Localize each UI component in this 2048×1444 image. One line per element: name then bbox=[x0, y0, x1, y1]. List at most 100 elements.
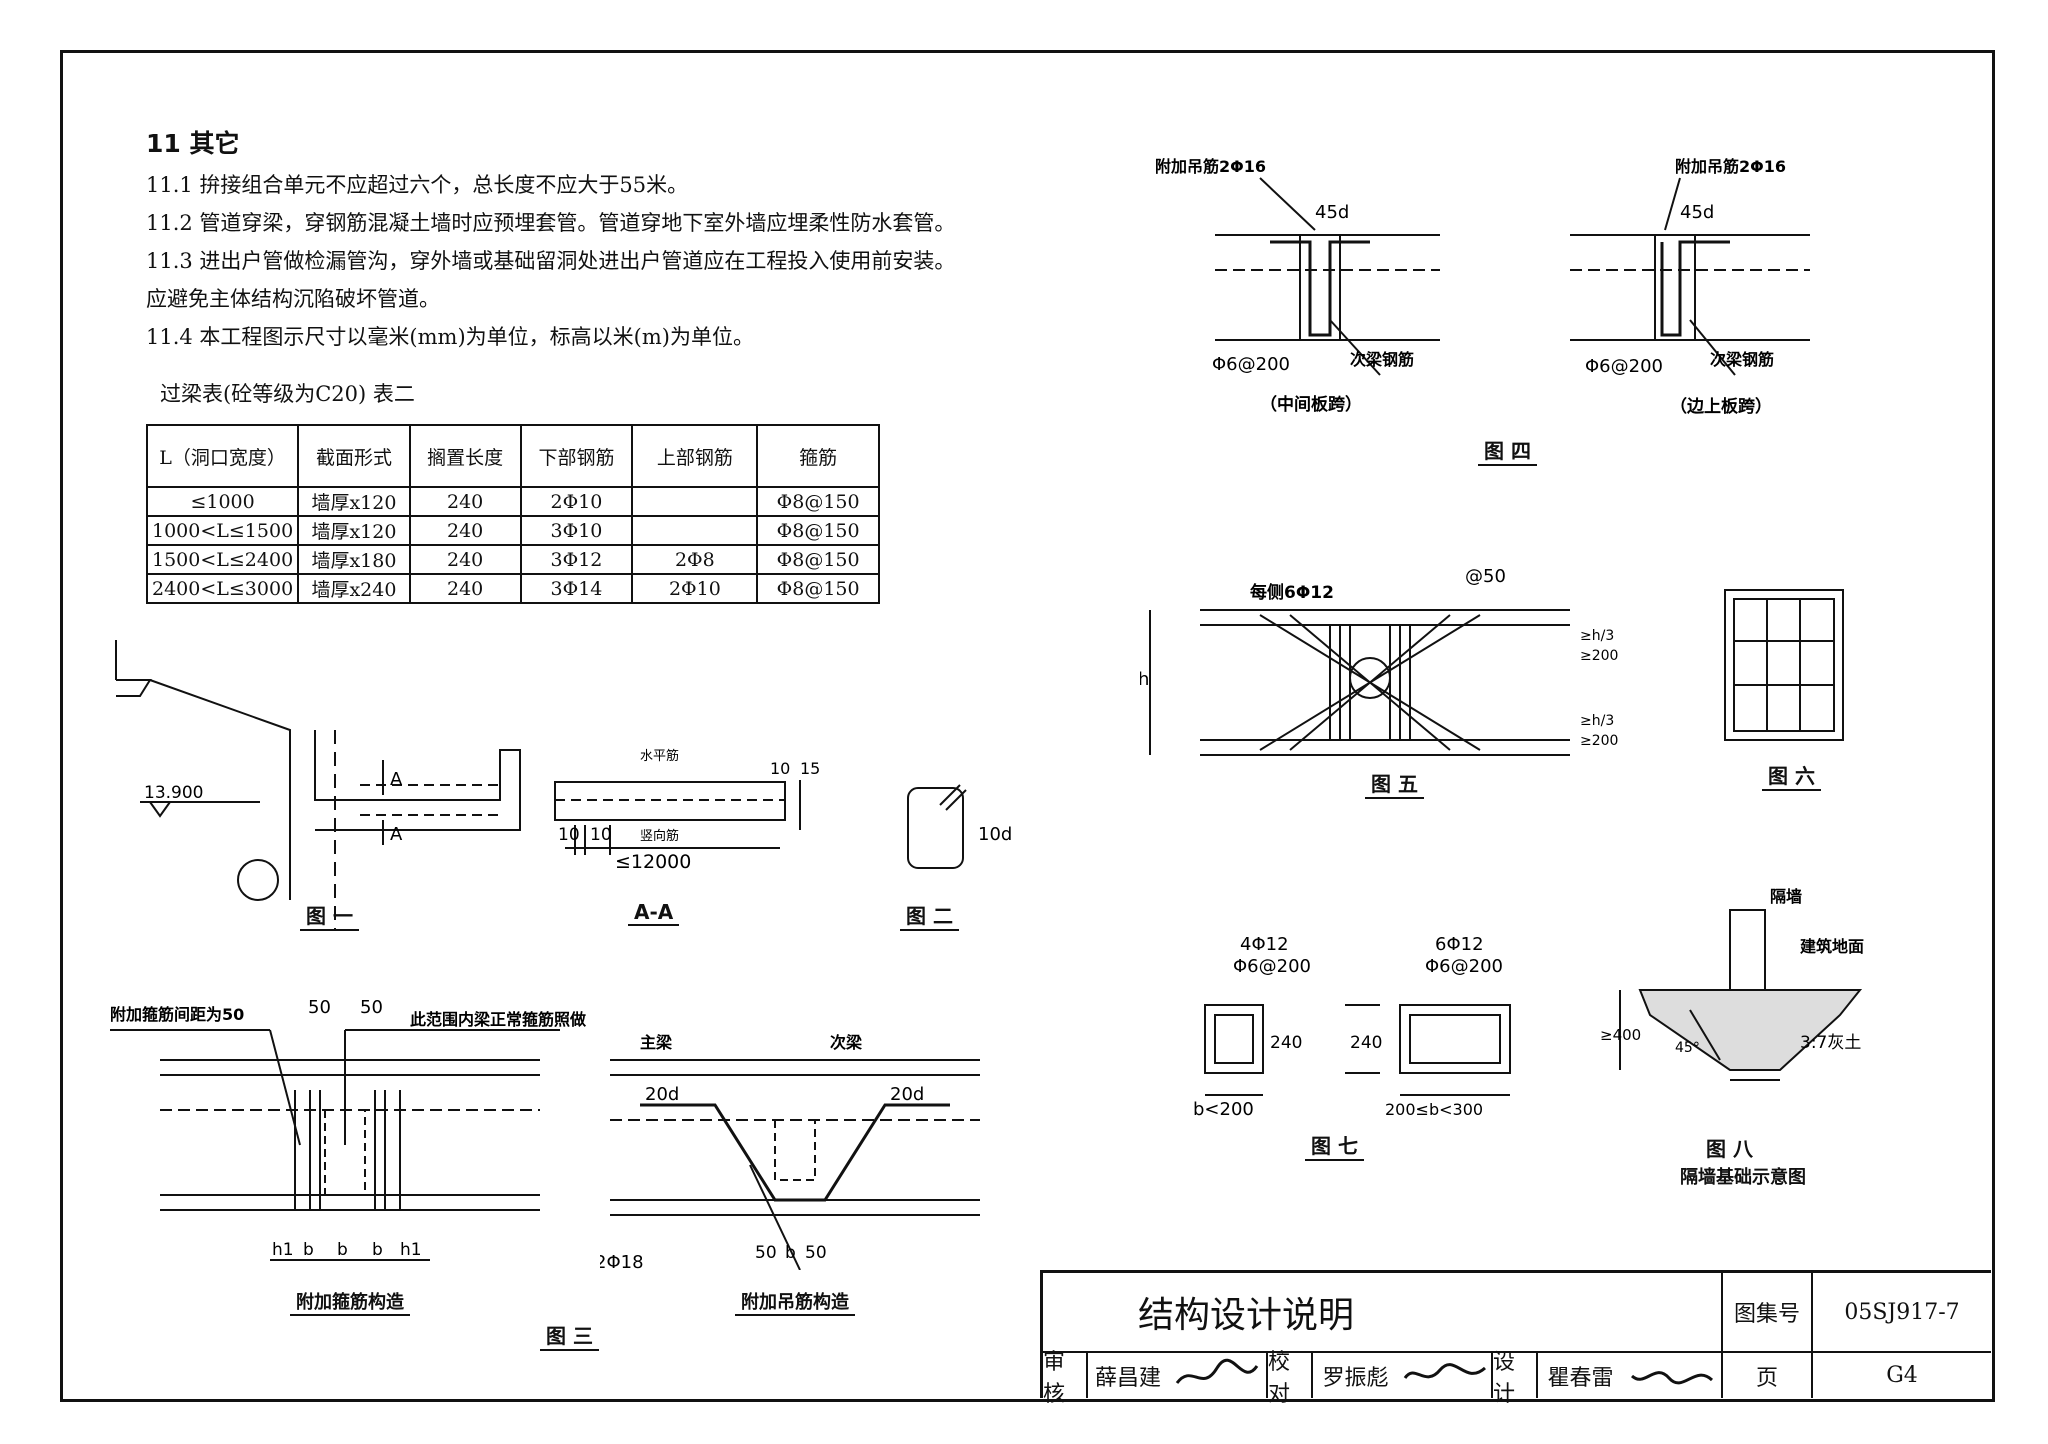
cell: ≤1000 bbox=[145, 486, 300, 517]
lintel-table: L（洞口宽度） 截面形式 搁置长度 下部钢筋 上部钢筋 箍筋 ≤1000 墙厚x… bbox=[145, 424, 880, 604]
figure-8: 隔墙 建筑地面 ≥400 45° 3:7灰土 500 bbox=[1600, 887, 1864, 1090]
bottom-dim-200: ≥200 bbox=[1580, 733, 1618, 749]
table-row: 1500<L≤2400 墙厚x180 240 3Φ12 2Φ8 Φ8@150 bbox=[145, 544, 880, 575]
main-beam-label: 主梁 bbox=[640, 1033, 673, 1052]
table-header-row: L（洞口宽度） 截面形式 搁置长度 下部钢筋 上部钢筋 箍筋 bbox=[145, 424, 880, 488]
drain-circle bbox=[237, 859, 279, 901]
cell: 240 bbox=[408, 573, 522, 604]
note-line: 11.2 管道穿梁，穿钢筋混凝土墙时应预埋套管。管道穿地下室外墙应埋柔性防水套管… bbox=[146, 211, 956, 235]
note-line: 11.3 进出户管做检漏管沟，穿外墙或基础留洞处进出户管道应在工程投入使用前安装… bbox=[146, 249, 956, 273]
cell bbox=[631, 486, 759, 517]
cell: 墙厚x240 bbox=[297, 573, 411, 604]
dim-length: ≤12000 bbox=[615, 851, 691, 873]
checker-name: 罗振彪 bbox=[1322, 1365, 1389, 1391]
top-rebar-label: 水平筋 bbox=[640, 748, 679, 764]
cell: 240 bbox=[408, 544, 522, 575]
dim-50: 50 bbox=[805, 1243, 827, 1263]
cell: Φ8@150 bbox=[756, 573, 880, 604]
width-lt-200: b<200 bbox=[1193, 1099, 1254, 1120]
dim-240: 240 bbox=[1350, 1033, 1382, 1053]
range-note: 此范围内梁正常箍筋照做 bbox=[410, 1010, 587, 1029]
dim-10: 10 bbox=[590, 825, 612, 845]
page-number: G4 bbox=[1886, 1363, 1918, 1388]
checker-signature bbox=[1398, 1353, 1493, 1398]
edge-span-label: （边上板跨） bbox=[1670, 396, 1772, 417]
title-block: 结构设计说明 图集号 05SJ917-7 审核 薛昌建 校对 罗振彪 设计 瞿春… bbox=[1040, 1270, 1991, 1407]
sec-beam-bars-edge: 次梁钢筋 bbox=[1710, 350, 1774, 369]
bottom-dim-h3: ≥h/3 bbox=[1580, 713, 1614, 729]
hanger-subcaption: 附加吊筋构造 bbox=[735, 1288, 855, 1316]
col-header: 截面形式 bbox=[297, 424, 411, 488]
bottom-rebar-label: 竖向筋 bbox=[640, 828, 679, 844]
dim-right-15: 15 bbox=[800, 759, 820, 778]
bars-6phi12: 6Φ12 bbox=[1435, 934, 1484, 955]
check-label: 校对 bbox=[1268, 1350, 1313, 1407]
cell: Φ8@150 bbox=[756, 515, 880, 546]
table-row: ≤1000 墙厚x120 240 2Φ10 Φ8@150 bbox=[145, 486, 880, 517]
col-header: 上部钢筋 bbox=[631, 424, 759, 488]
figure-3-left: 附加箍筋间距为50 50 50 此范围内梁正常箍筋照做 h1 b b b h1 bbox=[110, 997, 587, 1261]
col-header: 箍筋 bbox=[756, 424, 880, 488]
notes-section: 11 其它 11.1 拚接组合单元不应超过六个，总长度不应大于55米。 11.2… bbox=[146, 124, 955, 356]
cell: Φ8@150 bbox=[756, 486, 880, 517]
cell: 240 bbox=[408, 486, 522, 517]
hanger-note-mid: 附加吊筋2Φ16 bbox=[1155, 157, 1266, 176]
col-header: L（洞口宽度） bbox=[145, 424, 300, 488]
spacing-label: @50 bbox=[1465, 566, 1506, 587]
figure-7: 4Φ12 Φ6@200 240 b<200 6Φ12 Φ6@200 240 20… bbox=[1193, 934, 1511, 1120]
dim-b: b bbox=[337, 1240, 348, 1260]
col-header: 下部钢筋 bbox=[519, 424, 634, 488]
structure-outline bbox=[115, 640, 291, 900]
reviewer-name: 薛昌建 bbox=[1094, 1365, 1161, 1391]
cell: 2Φ10 bbox=[631, 573, 759, 604]
page-label: 页 bbox=[1723, 1353, 1813, 1398]
dim-10: 10 bbox=[558, 825, 580, 845]
design-label: 设计 bbox=[1493, 1350, 1538, 1407]
dim-right-10: 10 bbox=[770, 759, 790, 778]
drawing-title: 结构设计说明 bbox=[1043, 1273, 1723, 1353]
dim-h1: h1 bbox=[400, 1240, 422, 1260]
stirrup-mid: Φ6@200 bbox=[1212, 354, 1290, 375]
figure-7-caption: 图 七 bbox=[1305, 1130, 1364, 1161]
note-line: 应避免主体结构沉陷破坏管道。 bbox=[146, 287, 440, 311]
figure-5-caption: 图 五 bbox=[1365, 768, 1424, 799]
fill-37-lime-soil: 3:7灰土 bbox=[1800, 1033, 1861, 1053]
cell: 2400<L≤3000 bbox=[145, 573, 300, 604]
wall-label: 隔墙 bbox=[1770, 887, 1802, 906]
dim-b: b bbox=[303, 1240, 314, 1260]
dim-h1: h1 bbox=[272, 1240, 294, 1260]
designer-name: 瞿春雷 bbox=[1547, 1365, 1614, 1391]
dim-b: b bbox=[372, 1240, 383, 1260]
dim-b: b bbox=[785, 1243, 796, 1263]
col-header: 搁置长度 bbox=[408, 424, 522, 488]
note-line: 11.1 拚接组合单元不应超过六个，总长度不应大于55米。 bbox=[146, 173, 689, 197]
cell bbox=[631, 515, 759, 546]
figure-6 bbox=[1724, 589, 1844, 741]
cell: 3Φ12 bbox=[519, 544, 634, 575]
notes-heading: 11 其它 bbox=[146, 129, 240, 158]
top-dim-200: ≥200 bbox=[1580, 648, 1618, 664]
secondary-beam-label: 次梁 bbox=[830, 1033, 863, 1052]
elevation-label: 13.900 bbox=[144, 783, 203, 803]
figure-1: 13.900 A A bbox=[115, 640, 521, 930]
sec-beam-bars-mid: 次梁钢筋 bbox=[1350, 350, 1414, 369]
floor-label: 建筑地面 bbox=[1800, 937, 1864, 956]
dim-500: 500 bbox=[1738, 1088, 1767, 1090]
angle-45: 45° bbox=[1675, 1040, 1700, 1056]
figure-2: 10d bbox=[907, 784, 1012, 869]
stirrup-left: Φ6@200 bbox=[1233, 956, 1311, 977]
cell: 2Φ8 bbox=[631, 544, 759, 575]
table-row: 2400<L≤3000 墙厚x240 240 3Φ14 2Φ10 Φ8@150 bbox=[145, 573, 880, 604]
cell: 1000<L≤1500 bbox=[145, 515, 300, 546]
top-dim-h3: ≥h/3 bbox=[1580, 628, 1614, 644]
mid-span-label: （中间板跨） bbox=[1260, 394, 1362, 415]
review-label: 审核 bbox=[1043, 1350, 1088, 1407]
cell: 2Φ10 bbox=[519, 486, 634, 517]
dim-10d: 10d bbox=[978, 824, 1012, 845]
each-side-bars: 每侧6Φ12 bbox=[1250, 582, 1334, 603]
cell: 3Φ14 bbox=[519, 573, 634, 604]
section-mark-a: A bbox=[390, 769, 403, 790]
drawing-sheet bbox=[60, 50, 1995, 1402]
stirrup-edge: Φ6@200 bbox=[1585, 356, 1663, 377]
figure-1-caption: 图 一 bbox=[300, 900, 359, 931]
